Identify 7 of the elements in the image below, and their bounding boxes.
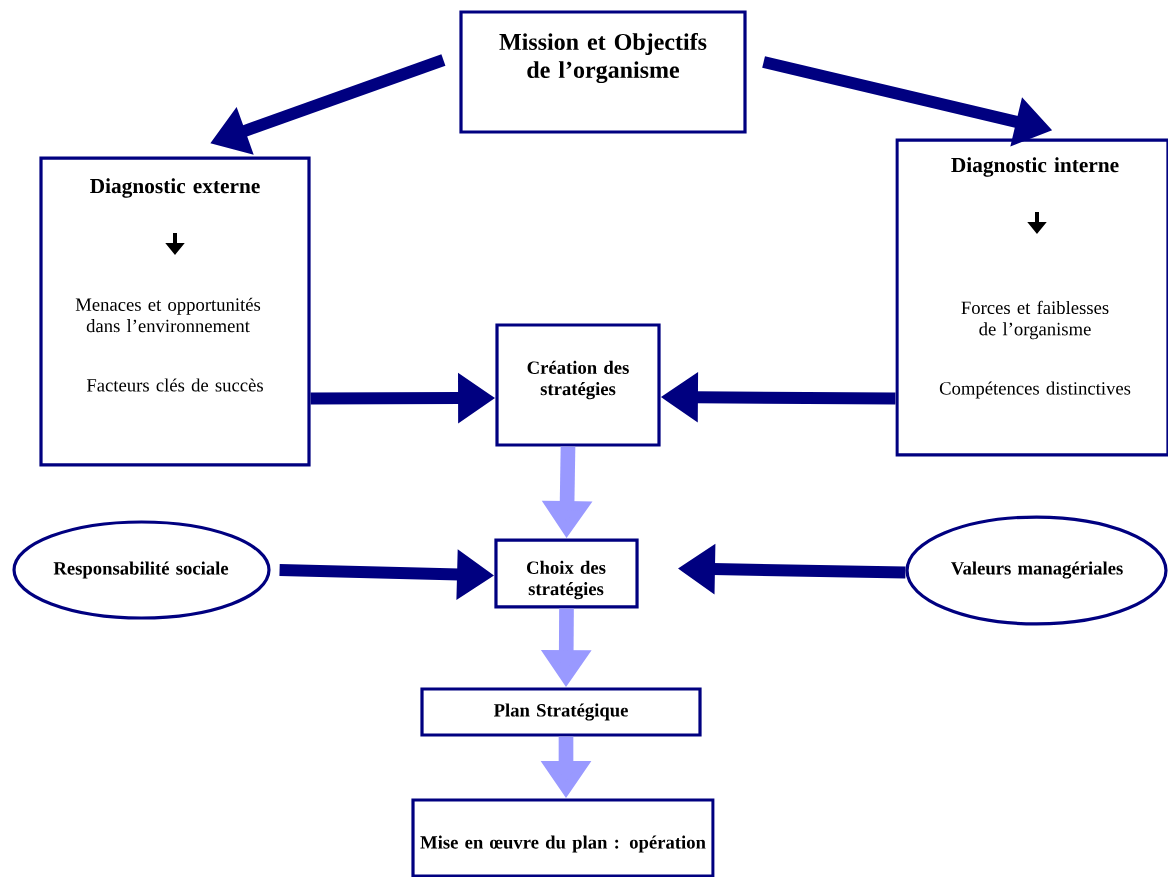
process-box: Mise en œuvre du plan : opération — [411, 798, 715, 877]
title-box: Mission et Objectifs de l’organisme — [459, 10, 747, 134]
process-box: Choix des stratégies — [494, 538, 639, 609]
process-box: Plan Stratégique — [420, 687, 702, 737]
diagnosis-box: Diagnostic externe Menaces et opportunités dans l’environnement Facteurs clés de succès — [39, 156, 311, 467]
process-box: Création des stratégies — [495, 323, 661, 447]
diagnosis-box: Diagnostic interne Forces et faiblesses de l’organisme Compétences distinctives — [895, 138, 1168, 457]
